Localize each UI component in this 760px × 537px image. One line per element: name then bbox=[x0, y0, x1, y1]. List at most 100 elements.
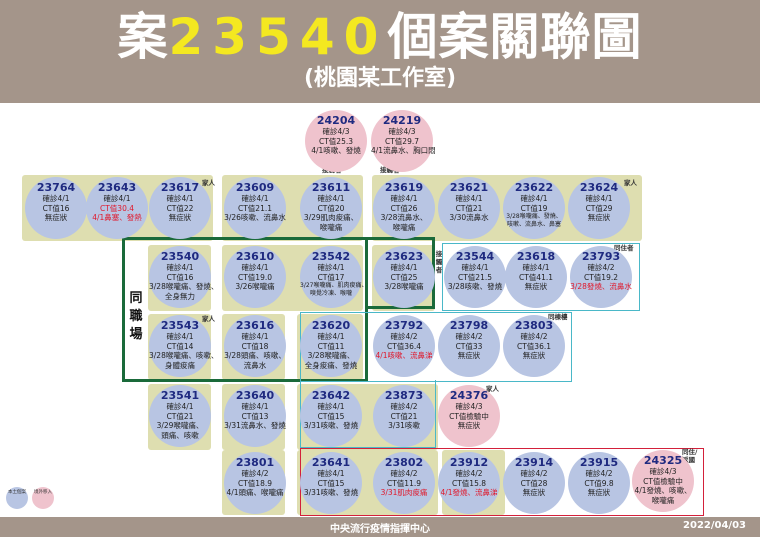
case-detail-line: 3/31咳嗽、發燒 bbox=[303, 488, 359, 497]
case-id: 24325 bbox=[643, 454, 683, 467]
case-id: 23802 bbox=[384, 456, 424, 469]
case-detail-line: 確診4/1 bbox=[166, 332, 194, 341]
case-detail-line: CT值30.4 bbox=[99, 203, 135, 213]
legend-local-case: 本土個案 bbox=[6, 487, 28, 509]
case-detail-line: 確診4/1 bbox=[42, 194, 70, 203]
case-detail-line: 確診4/1 bbox=[390, 194, 418, 203]
family-tag: 家人 bbox=[486, 385, 499, 393]
case-detail-line: 確診4/1 bbox=[166, 263, 194, 272]
case-detail-line: CT值16 bbox=[166, 272, 194, 282]
case-id: 23801 bbox=[235, 456, 275, 469]
case-detail-line: CT值9.8 bbox=[584, 478, 614, 488]
case-detail-line: CT值41.1 bbox=[518, 272, 554, 282]
case-id: 23912 bbox=[449, 456, 489, 469]
case-detail-line: 喉嚨痛 bbox=[319, 222, 343, 232]
case-detail-line: 確診4/2 bbox=[390, 402, 418, 411]
case-detail-line: 確診4/2 bbox=[587, 263, 615, 272]
case-id: 23793 bbox=[581, 250, 621, 263]
case-detail-line: 確診4/1 bbox=[390, 263, 418, 272]
case-detail-line: CT值33 bbox=[455, 341, 483, 351]
case-detail-line: 4/1發燒、流鼻涕 bbox=[440, 488, 498, 497]
case-detail-line: 無症狀 bbox=[587, 213, 611, 222]
case-detail-line: 確診4/3 bbox=[649, 467, 677, 476]
case-detail-line: 確診4/2 bbox=[520, 469, 548, 478]
same-office-frame bbox=[122, 237, 368, 382]
case-detail-line: 確診4/1 bbox=[241, 332, 269, 341]
case-detail-line: 確診4/1 bbox=[522, 263, 550, 272]
case-id: 24376 bbox=[449, 389, 489, 402]
same-household-tag: 同住者 bbox=[614, 244, 634, 252]
case-detail-line: 確診4/3 bbox=[388, 127, 416, 136]
case-detail-line: 4/1發燒、咳嗽、 bbox=[634, 486, 692, 495]
case-detail-line: 確診4/1 bbox=[241, 402, 269, 411]
case-detail-line: CT值18.9 bbox=[237, 478, 273, 488]
case-detail-line: 確診4/3 bbox=[455, 402, 483, 411]
case-detail-line: 嗅覺冷凍、喉嚨 bbox=[309, 290, 352, 297]
case-id: 23617 bbox=[160, 181, 200, 194]
case-id: 23543 bbox=[160, 319, 200, 332]
case-id: 23915 bbox=[579, 456, 619, 469]
case-detail-line: 確診4/2 bbox=[455, 469, 483, 478]
case-id: 24204 bbox=[316, 114, 356, 127]
case-detail-line: 確診4/1 bbox=[317, 469, 345, 478]
case-detail-line: 3/28頭痛、咳嗽、 bbox=[224, 351, 286, 360]
case-detail-line: 確診4/1 bbox=[166, 402, 194, 411]
family-tag: 家人 bbox=[202, 179, 215, 187]
case-detail-line: CT值20 bbox=[317, 203, 345, 213]
case-detail-line: 確診4/2 bbox=[520, 332, 548, 341]
case-detail-line: CT值21 bbox=[455, 203, 483, 213]
case-id: 23618 bbox=[516, 250, 556, 263]
case-detail-line: 全身無力 bbox=[165, 291, 195, 301]
case-detail-line: CT值14 bbox=[166, 341, 194, 351]
case-id: 23541 bbox=[160, 389, 200, 402]
case-id: 23792 bbox=[384, 319, 424, 332]
case-id: 23873 bbox=[384, 389, 424, 402]
footer-bar: 中央流行疫情指揮中心 2022/04/03 bbox=[0, 517, 760, 537]
case-detail-line: 確診4/1 bbox=[317, 402, 345, 411]
case-id: 23803 bbox=[514, 319, 554, 332]
case-id: 23798 bbox=[449, 319, 489, 332]
case-detail-line: 3/28喉嚨痛、發燒、 bbox=[149, 282, 219, 291]
same-building-frame bbox=[442, 243, 640, 311]
case-detail-line: 流鼻水 bbox=[243, 360, 267, 370]
case-detail-line: 3/31咳嗽 bbox=[388, 421, 420, 430]
same-building-tag: 同棟樓 bbox=[548, 313, 568, 321]
